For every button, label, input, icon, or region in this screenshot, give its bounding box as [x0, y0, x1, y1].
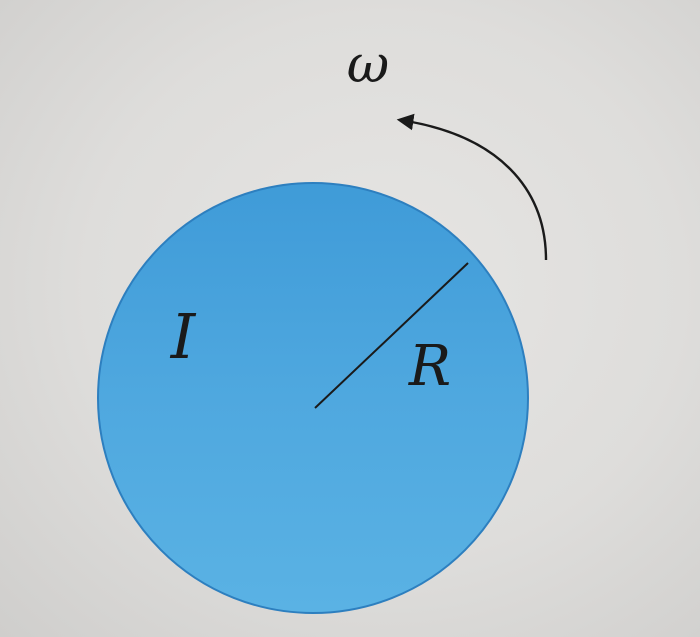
disk — [97, 182, 529, 614]
rotation-arrow — [396, 113, 548, 261]
radius-label: R — [408, 334, 451, 399]
radius-line — [314, 262, 469, 409]
inertia-label: I — [170, 300, 197, 373]
omega-label: ω — [347, 35, 389, 95]
